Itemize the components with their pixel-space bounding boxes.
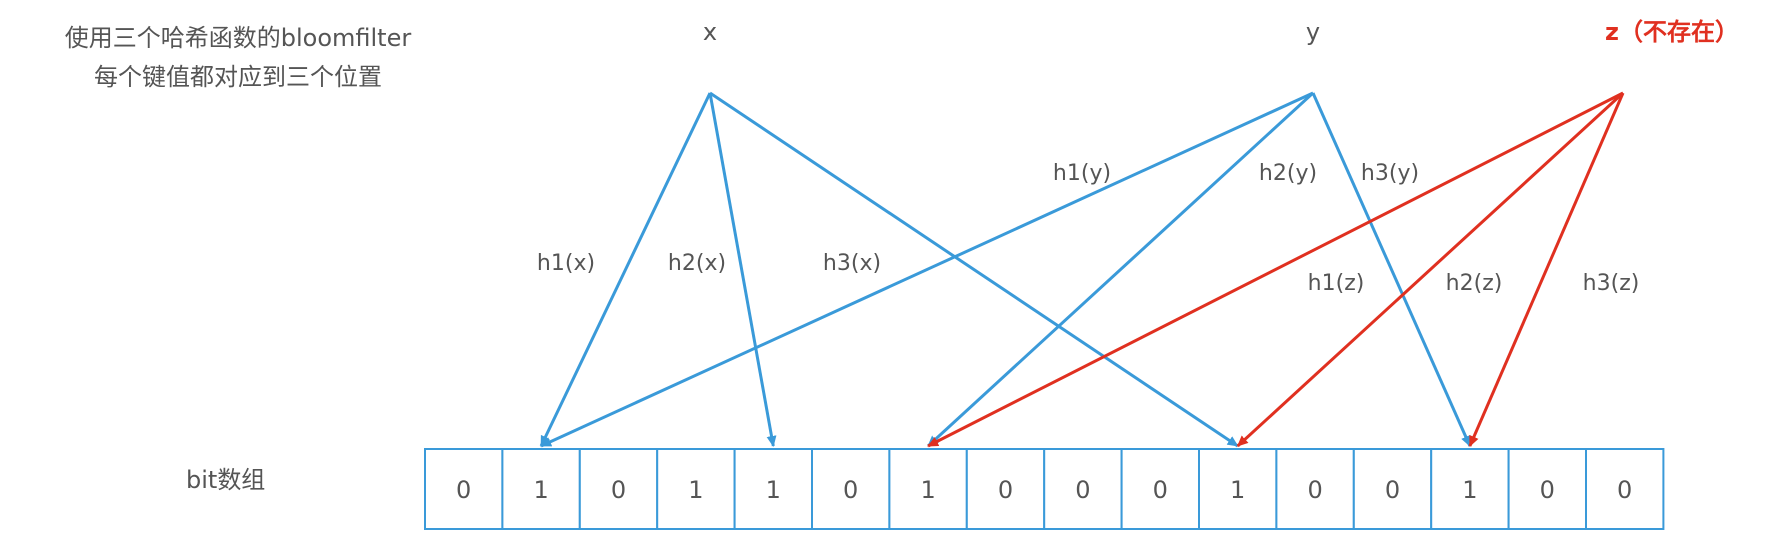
bit-cell-box (1507, 448, 1587, 530)
bit-cell: 1 (501, 448, 581, 530)
hash-arrow-y-1 (540, 91, 1314, 448)
hash-arrow-z-3 (1468, 92, 1625, 447)
key-labels: x y z（不存在） (703, 18, 1739, 46)
bit-value: 0 (611, 476, 626, 504)
bit-cell-box (733, 448, 813, 530)
bit-cell: 0 (424, 448, 504, 530)
bit-value: 0 (1385, 476, 1400, 504)
key-label-z: z（不存在） (1605, 18, 1739, 46)
hash-label-x-1: h1(x) (537, 251, 595, 276)
caption-line-1: 使用三个哈希函数的bloomfilter (64, 24, 412, 52)
key-label-y: y (1306, 18, 1320, 46)
bit-cell: 0 (965, 448, 1046, 530)
bit-cell-box (578, 448, 659, 530)
bit-cell: 0 (1043, 448, 1123, 530)
bit-value: 0 (1075, 476, 1090, 504)
bit-value: 0 (998, 476, 1013, 504)
bit-cell: 1 (1198, 448, 1278, 530)
bit-value: 1 (1462, 476, 1477, 504)
bit-cell: 1 (656, 448, 736, 530)
hash-arrow-z-1 (927, 91, 1624, 448)
hash-arrow-z-2 (1236, 91, 1625, 448)
bit-array: 0 1 0 1 1 0 1 0 0 0 1 0 0 1 0 0 (424, 448, 1665, 530)
bit-value: 0 (1307, 476, 1322, 504)
hash-label-z-3: h3(z) (1583, 271, 1640, 296)
hash-arrows (539, 91, 1625, 448)
bit-cell: 0 (1275, 448, 1355, 530)
hash-label-y-1: h1(y) (1053, 161, 1111, 186)
bit-value: 1 (920, 476, 935, 504)
hash-label-z-2: h2(z) (1446, 271, 1503, 296)
hash-labels: h1(x) h2(x) h3(x) h1(y) h2(y) h3(y) h1(z) h2(z)… (537, 161, 1639, 296)
bit-cell-box (1585, 448, 1665, 530)
hash-arrow-y-3 (1311, 92, 1472, 447)
bit-cell: 0 (811, 448, 891, 530)
bit-cell-box (1430, 448, 1510, 530)
bit-value: 1 (1230, 476, 1245, 504)
bit-cell-box (1043, 448, 1123, 530)
bit-cell: 0 (1507, 448, 1587, 530)
bit-cell: 0 (578, 448, 659, 530)
hash-label-x-2: h2(x) (668, 251, 726, 276)
bit-value: 0 (456, 476, 471, 504)
bit-cell: 1 (888, 448, 968, 530)
bit-cell: 1 (733, 448, 813, 530)
caption-line-2: 每个键值都对应到三个位置 (94, 63, 382, 91)
bit-cell-box (656, 448, 736, 530)
bit-cell: 0 (1120, 448, 1200, 530)
hash-arrow-x-1 (539, 92, 712, 447)
bit-array-label: bit数组 (186, 466, 266, 494)
bit-value: 1 (533, 476, 548, 504)
bit-value: 0 (1540, 476, 1555, 504)
bit-cell-box (424, 448, 504, 530)
bit-value: 1 (688, 476, 703, 504)
hash-label-y-2: h2(y) (1259, 161, 1317, 186)
hash-label-z-1: h1(z) (1308, 271, 1365, 296)
bit-cell: 0 (1585, 448, 1665, 530)
hash-arrow-x-2 (708, 92, 777, 447)
bit-value: 0 (1617, 476, 1632, 504)
hash-label-y-3: h3(y) (1361, 161, 1419, 186)
bit-cell: 1 (1430, 448, 1510, 530)
hash-arrow-x-3 (709, 91, 1239, 448)
bit-value: 0 (843, 476, 858, 504)
bit-value: 1 (766, 476, 781, 504)
bit-cell: 0 (1352, 448, 1433, 530)
bit-cell-box (965, 448, 1046, 530)
hash-arrow-y-2 (927, 91, 1315, 448)
bit-cell-box (501, 448, 581, 530)
bit-value: 0 (1153, 476, 1168, 504)
key-label-x: x (703, 18, 717, 46)
hash-label-x-3: h3(x) (823, 251, 881, 276)
